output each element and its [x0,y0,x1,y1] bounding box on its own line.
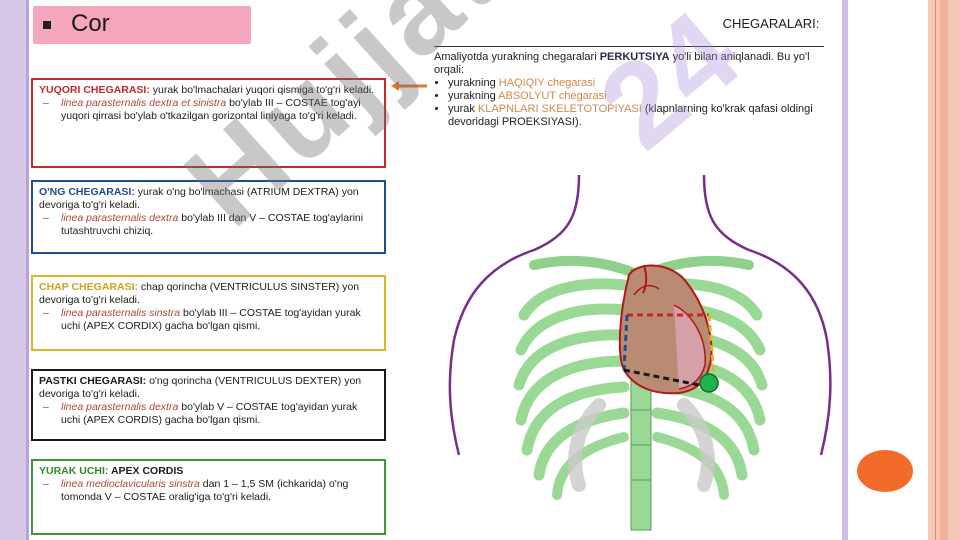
chest-heart-illustration [448,174,832,531]
pastki-chegarasi-box: PASTKI CHEGARASI: o'ng qorincha (VENTRIC… [31,369,386,441]
intro-list: yurakning HAQIQIY chegarasi yurakning AB… [434,77,824,129]
intro-text-a: Amaliyotda yurakning chegaralari [434,51,600,63]
chegaralari-heading: CHEGARALARI: [722,16,820,31]
latin-term: linea parasternalis sinstra [61,307,181,319]
dash-icon: – [43,478,49,490]
intro-paragraph: Amaliyotda yurakning chegaralari PERKUTS… [434,46,824,129]
dash-icon: – [43,401,49,413]
box-detail-line: –linea parasternalis dextra bo'ylab V – … [39,401,378,427]
box-heading: CHAP CHEGARASI: [39,281,138,293]
box-rest: bo'ylab III – COSTAE tog'ayi yuqori qirr… [61,97,361,122]
yurak-uchi-box: YURAK UCHI: APEX CORDIS –linea medioclav… [31,459,386,535]
dash-icon: – [43,97,49,109]
intro-list-item: yurakning HAQIQIY chegarasi [448,77,824,90]
item-pre: yurakning [448,90,499,102]
box-text: yurak o'ng bo'lmachasi (ATRIUM DEXTRA) y… [39,186,359,211]
box-heading: YURAK UCHI: [39,465,109,477]
dash-icon: – [43,212,49,224]
box-text: o'ng qorincha (VENTRICULUS DEXTER) yon d… [39,375,362,400]
slide-right-band [842,0,848,540]
intro-list-item: yurak KLAPNLARI SKELETOTOPIYASI (klapnla… [448,103,824,129]
latin-term: linea parasternalis dextra [61,212,179,224]
box-rest: bo'ylab III – COSTAE tog'ayidan yurak uc… [61,307,361,332]
slide-right-stripe-line [935,0,936,540]
intro-list-item: yurakning ABSOLYUT chegarasi [448,90,824,103]
chap-chegarasi-box: CHAP CHEGARASI: chap qorincha (VENTRICUL… [31,275,386,351]
box-rest: bo'ylab III dan V – COSTAE tog'aylarini … [61,212,364,237]
item-term: KLAPNLARI SKELETOTOPIYASI [477,103,642,115]
box-heading: PASTKI CHEGARASI: [39,375,147,387]
slide-content: Cor CHEGARALARI: Amaliyotda yurakning ch… [29,0,842,540]
intro-keyword: PERKUTSIYA [599,51,670,63]
box-detail-line: –linea medioclavicularis sinstra dan 1 –… [39,478,378,504]
box-heading: O'NG CHEGARASI: [39,186,135,198]
title-banner: Cor [33,6,251,44]
page-title: Cor [71,10,110,37]
box-rest: dan 1 – 1,5 SM (ichkarida) o'ng tomonda … [61,478,349,503]
yuqori-chegarasi-box: YUQORI CHEGARASI: yurak bo'lmachalari yu… [31,78,386,168]
latin-term: linea medioclavicularis sinstra [61,478,200,490]
bullet-icon [43,21,51,29]
box-detail-line: –linea parasternalis dextra et sinistra … [39,97,378,123]
box-text: APEX CORDIS [108,465,184,477]
box-text: yurak bo'lmachalari yuqori qismiga to'g'… [149,84,375,96]
item-pre: yurak [448,103,478,115]
box-detail-line: –linea parasternalis dextra bo'ylab III … [39,212,378,238]
slide-right-stripe-inner [940,0,948,540]
box-detail-line: –linea parasternalis sinstra bo'ylab III… [39,307,378,333]
item-post: (klapnlarning ko'krak qafasi oldingi dev… [448,103,813,128]
accent-circle [857,450,913,492]
latin-term: linea parasternalis dextra et sinistra [61,97,227,109]
dash-icon: – [43,307,49,319]
item-pre: yurakning [448,77,499,89]
item-term: HAQIQIY chegarasi [498,77,596,89]
box-text: chap qorincha (VENTRICULUS SINSTER) yon … [39,281,360,306]
item-term: ABSOLYUT chegarasi [498,90,607,102]
box-rest: bo'ylab V – COSTAE tog'ayidan yurak uchi… [61,401,358,426]
slide-left-edge [26,0,29,540]
slide-left-band [0,0,26,540]
ong-chegarasi-box: O'NG CHEGARASI: yurak o'ng bo'lmachasi (… [31,180,386,254]
arrow-left-icon [391,81,427,91]
intro-text-c: yo'li bilan aniqlanadi. Bu yo'l orqali: [434,51,810,76]
latin-term: linea parasternalis dextra [61,401,179,413]
box-heading: YUQORI CHEGARASI: [39,84,150,96]
